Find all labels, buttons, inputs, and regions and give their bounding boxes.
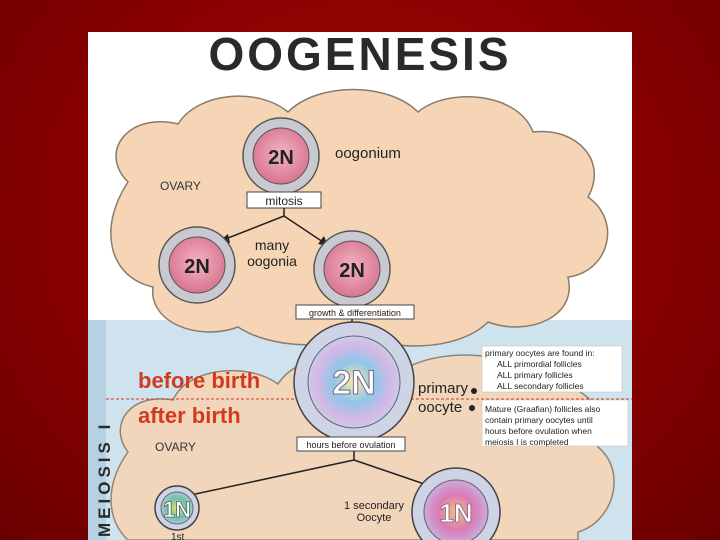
oogenesis-diagram: OOGENESIS 2N oogonium OVARY mitosis many… [88,32,632,540]
secondary-label-line1: 1 secondary [344,500,404,512]
svg-text:primary oocytes are found in:: primary oocytes are found in: [485,348,595,358]
many-oogonia-line2: oogonia [247,253,297,269]
primary-oocyte-line1: primary [418,380,469,397]
svg-text:2N: 2N [332,364,375,402]
svg-text:ALL primordial follicles: ALL primordial follicles [497,359,582,369]
left-cell-caption: 1st [171,532,185,540]
meiosis-side-label: MEIOSIS I [95,421,114,537]
secondary-oocyte-cell: 1N [411,467,501,540]
before-birth-label: before birth [138,368,260,393]
ovary-label-top: OVARY [160,179,201,193]
after-birth-label: after birth [138,403,241,428]
svg-text:2N: 2N [268,147,294,169]
svg-text:ALL secondary follicles: ALL secondary follicles [497,381,584,391]
diagram-title: OOGENESIS [208,32,511,80]
svg-text:ALL primary follicles: ALL primary follicles [497,370,573,380]
svg-text:1N: 1N [163,497,191,522]
svg-text:contain primary oocytes until: contain primary oocytes until [485,415,593,425]
svg-text:2N: 2N [339,260,365,282]
note-box-top [481,345,623,393]
growth-label: growth & differentiation [309,308,401,318]
ovary-cloud-top [110,88,609,347]
diagram-panel: OOGENESIS 2N oogonium OVARY mitosis many… [88,32,632,540]
oogonia-cell-left: 2N [158,226,236,304]
primary-oocyte-cell: 2N [293,321,415,443]
svg-text:Mature (Graafian) follicles al: Mature (Graafian) follicles also [485,404,601,414]
many-oogonia-line1: many [255,237,289,253]
arrow-right [283,215,324,243]
svg-text:meiosis I is completed: meiosis I is completed [485,437,569,447]
svg-text:hours before ovulation when: hours before ovulation when [485,426,592,436]
hours-label: hours before ovulation [306,440,395,450]
polar-body-cell: 1N [154,485,200,531]
secondary-label-line2: Oocyte [357,512,392,524]
svg-text:2N: 2N [184,256,210,278]
primary-oocyte-line2: oocyte [418,399,462,416]
note-box-bottom [481,399,629,447]
oogonium-label: oogonium [335,145,401,162]
oogonia-cell-right: 2N [313,230,391,308]
arrow-left [222,215,285,241]
svg-text:1N: 1N [439,498,472,528]
oogonium-cell: 2N [242,117,320,195]
arrow-down-left [185,459,355,497]
mitosis-label: mitosis [265,194,302,208]
ovary-label-bottom: OVARY [155,440,196,454]
